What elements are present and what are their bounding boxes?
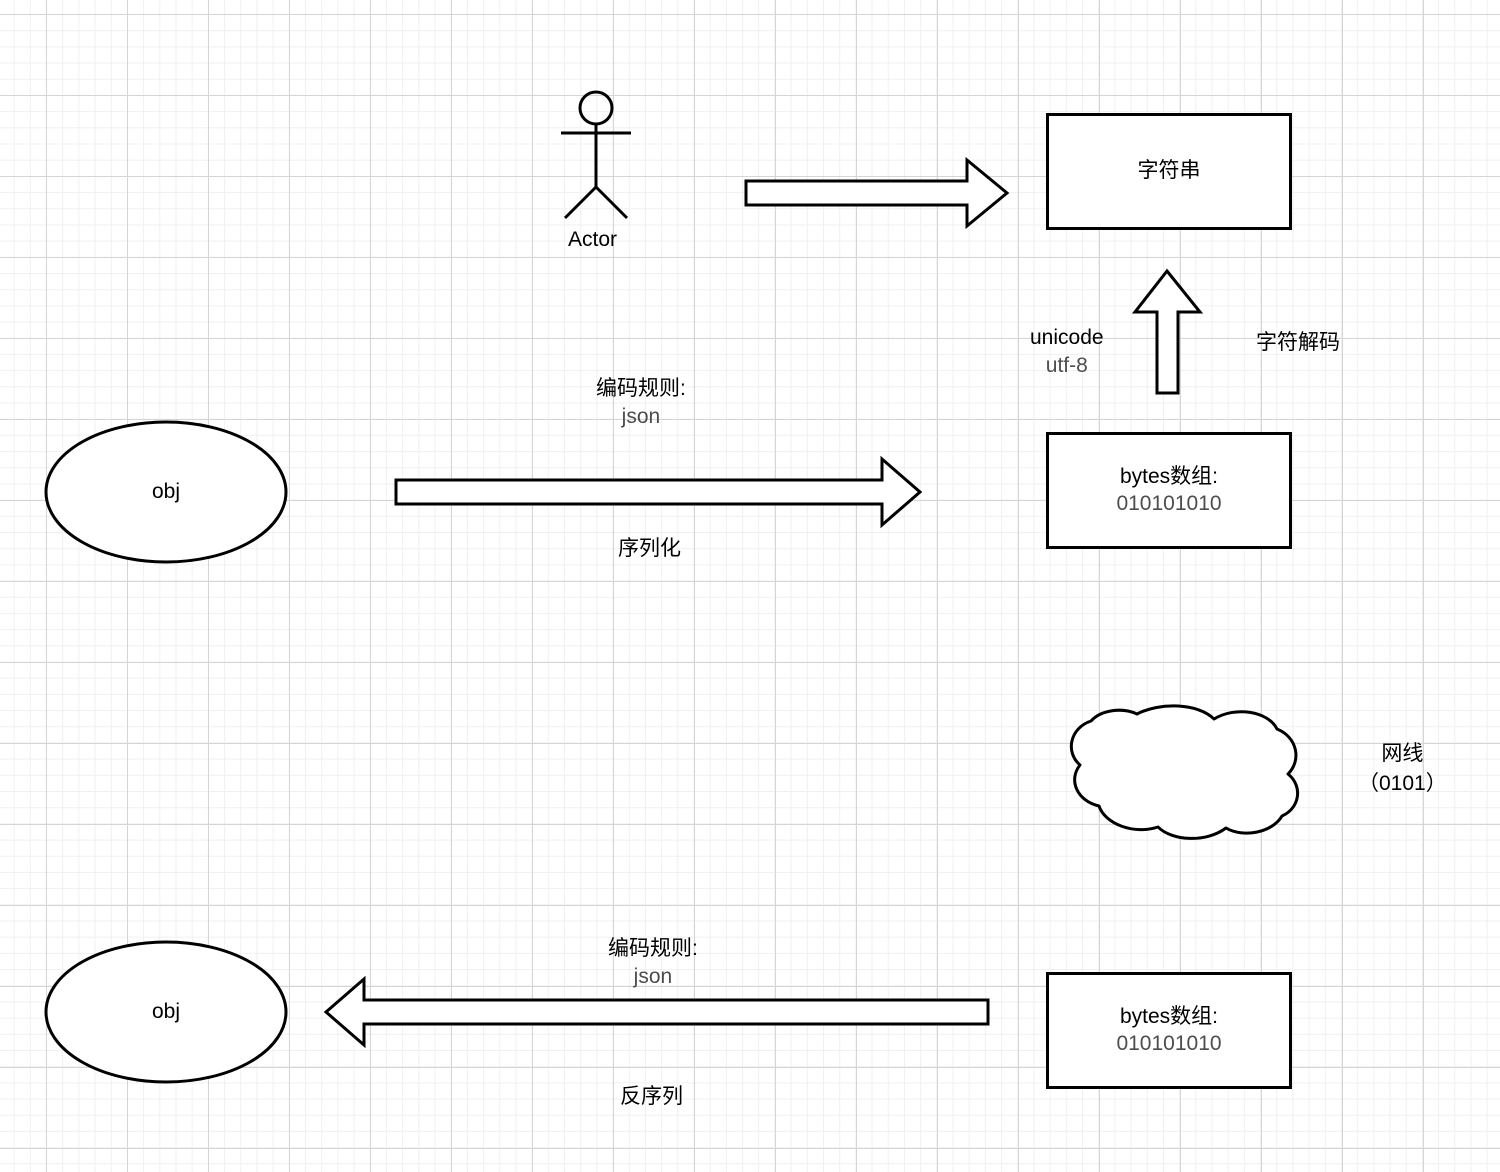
arrow-serialize-right bbox=[394, 455, 923, 529]
deserialize-action-label: 反序列 bbox=[620, 1085, 683, 1108]
network-cloud-label-line2: （0101） bbox=[1358, 772, 1447, 795]
network-cloud-label-line1: 网线 bbox=[1381, 742, 1424, 765]
network-cloud-label: 网线 （0101） bbox=[1358, 737, 1447, 797]
serialize-rule-label: 编码规则: json bbox=[596, 375, 686, 432]
obj-ellipse-top-label: obj bbox=[151, 480, 181, 503]
bytes-box-top-value: 010101010 bbox=[1116, 491, 1222, 515]
string-box-label: 字符串 bbox=[1137, 159, 1201, 183]
serialize-rule-value: json bbox=[621, 405, 661, 429]
bytes-box-top-title: bytes数组: bbox=[1119, 464, 1219, 488]
bytes-box-bottom[interactable]: bytes数组: 010101010 bbox=[1046, 972, 1292, 1089]
decode-encoding-label: unicode utf-8 bbox=[1030, 324, 1104, 381]
actor-label: Actor bbox=[568, 228, 618, 251]
deserialize-rule-label: 编码规则: json bbox=[608, 935, 698, 992]
string-box[interactable]: 字符串 bbox=[1046, 113, 1292, 230]
bytes-box-top[interactable]: bytes数组: 010101010 bbox=[1046, 432, 1292, 549]
decode-encoding-title: unicode bbox=[1030, 326, 1104, 349]
obj-ellipse-bottom-label: obj bbox=[151, 1000, 181, 1023]
bytes-box-bottom-value: 010101010 bbox=[1116, 1031, 1222, 1055]
actor-right-leg-line bbox=[594, 185, 629, 220]
actor-icon bbox=[561, 90, 631, 220]
actor-left-leg-line bbox=[563, 185, 598, 220]
deserialize-rule-title: 编码规则: bbox=[608, 937, 698, 960]
serialize-action-label: 序列化 bbox=[618, 537, 681, 560]
bytes-box-bottom-title: bytes数组: bbox=[1119, 1004, 1219, 1028]
serialize-rule-title: 编码规则: bbox=[596, 377, 686, 400]
arrow-decode-up bbox=[1131, 268, 1204, 395]
arrow-actor-to-string bbox=[744, 156, 1010, 230]
decode-encoding-value: utf-8 bbox=[1045, 354, 1088, 378]
obj-ellipse-bottom[interactable]: obj bbox=[46, 942, 286, 1082]
deserialize-rule-value: json bbox=[633, 965, 673, 989]
decode-action-label: 字符解码 bbox=[1256, 331, 1340, 354]
obj-ellipse-top[interactable]: obj bbox=[46, 422, 286, 562]
actor-head-icon bbox=[578, 90, 614, 126]
network-cloud-shape bbox=[1070, 704, 1299, 840]
